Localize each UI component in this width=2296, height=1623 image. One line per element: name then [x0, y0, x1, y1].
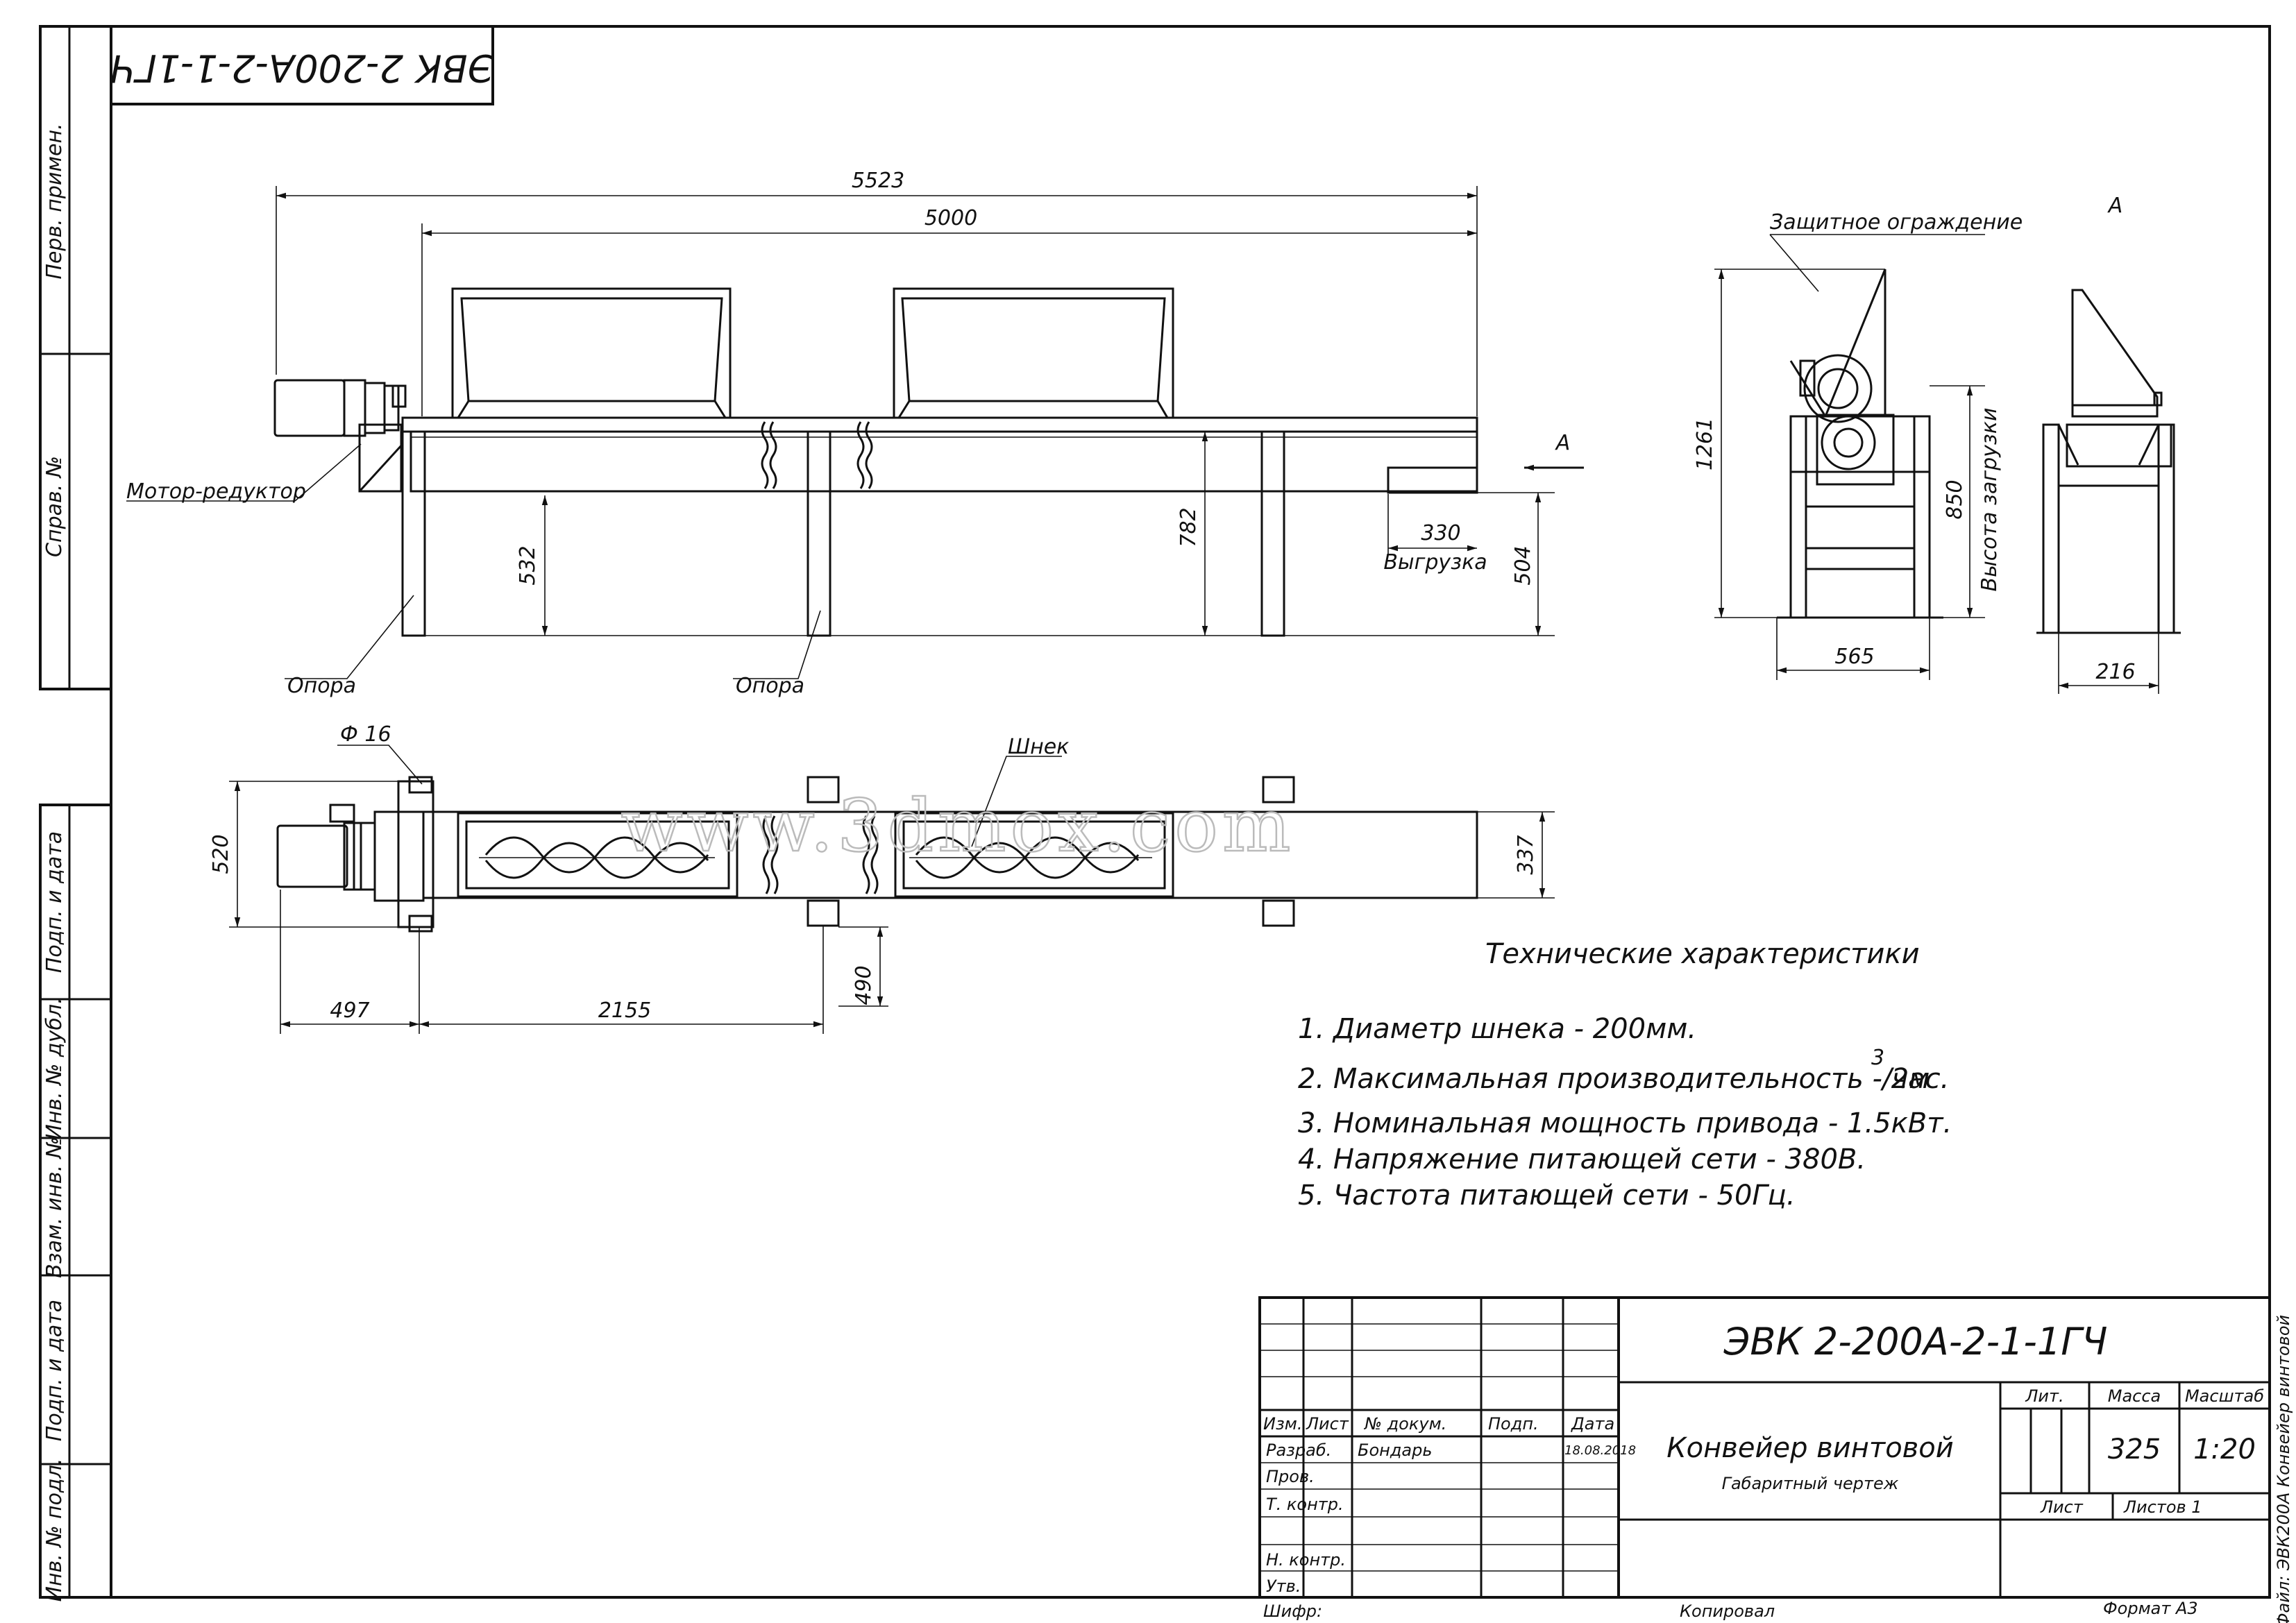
tb-col-data: Дата: [1571, 1414, 1614, 1434]
sprav-no-label: Справ. №: [42, 456, 67, 557]
tb-listov: Листов 1: [2123, 1497, 2202, 1517]
dim-end-height: 1261: [1693, 418, 1717, 470]
support-leg-2: [807, 430, 832, 637]
vzam-inv-label: Взам. инв. №: [42, 1137, 67, 1278]
tech-item-5: 5. Частота питающей сети - 50Гц.: [1298, 1180, 1796, 1212]
tb-col-dokum: № докум.: [1363, 1414, 1446, 1434]
label-support-2: Опора: [736, 674, 804, 698]
tech-item-2-sup: 3: [1871, 1046, 1884, 1070]
label-outlet: Выгрузка: [1383, 550, 1487, 575]
dim-end-width: 565: [1834, 645, 1874, 669]
tb-massa: Масса: [2108, 1386, 2161, 1406]
plan-view: 520 337 497 2155 490 Ф 16 Шнек: [209, 722, 1555, 1034]
label-loading-height: Высота загрузки: [1977, 408, 2002, 592]
motor-reducer: [273, 379, 407, 493]
tb-list: Лист: [2040, 1497, 2084, 1517]
label-support-1: Опора: [287, 674, 356, 698]
view-a-title: А: [2107, 194, 2123, 218]
dim-height-total: 782: [1176, 507, 1201, 547]
dim-plan-width: 520: [209, 834, 233, 874]
tb-utv: Утв.: [1266, 1577, 1301, 1596]
tech-item-2-tail: /час.: [1880, 1063, 1949, 1095]
label-guard: Защитное ограждение: [1770, 210, 2023, 235]
tb-format: Формат А3: [2103, 1599, 2198, 1618]
tb-lit: Лит.: [2025, 1386, 2063, 1406]
support-leg-1: [401, 430, 426, 637]
outlet-spout: [1387, 466, 1478, 494]
tech-title: Технические характеристики: [1485, 938, 1920, 970]
inv-podl-label: Инв. № подл.: [42, 1459, 67, 1602]
end-view: Защитное ограждение 1261 850 Высота загр…: [1693, 210, 2023, 680]
label-screw: Шнек: [1008, 735, 1069, 759]
tb-name: Конвейер винтовой: [1666, 1432, 1953, 1464]
dim-height-support: 532: [516, 545, 540, 585]
tech-item-4: 4. Напряжение питающей сети - 380В.: [1298, 1144, 1866, 1175]
top-stamp-text: ЭВК 2-200А-2-1-1ГЧ: [110, 46, 495, 90]
dim-plan-span: 2155: [598, 999, 651, 1023]
tech-notes: Технические характеристики 1. Диаметр шн…: [1298, 938, 1952, 1212]
tech-item-1: 1. Диаметр шнека - 200мм.: [1298, 1013, 1696, 1045]
podp-data-label-2: Подп. и дата: [42, 1300, 67, 1441]
tb-razrab: Разраб.: [1266, 1441, 1331, 1460]
screw-window-1: [457, 812, 738, 898]
watermark: www.3dmox.com: [621, 783, 1295, 868]
tb-n-kontr: Н. контр.: [1266, 1550, 1346, 1570]
tech-item-2: 2. Максимальная производительность - 2м: [1298, 1063, 1930, 1095]
tb-col-list: Лист: [1306, 1414, 1349, 1434]
tb-designation: ЭВК 2-200А-2-1-1ГЧ: [1723, 1320, 2108, 1363]
tb-shifr: Шифр:: [1263, 1601, 1322, 1621]
dim-side-width: 216: [2095, 660, 2135, 684]
tb-t-kontr: Т. контр.: [1266, 1495, 1344, 1514]
tb-col-podp: Подп.: [1488, 1414, 1539, 1434]
tb-masshtab: Масштаб: [2185, 1386, 2264, 1406]
tb-razrab-date: 18.08.2018: [1564, 1443, 1636, 1458]
tb-razrab-name: Бондарь: [1358, 1441, 1433, 1460]
dim-support-width: 490: [852, 965, 876, 1005]
tech-item-3: 3. Номинальная мощность привода - 1.5кВт…: [1298, 1107, 1952, 1139]
view-a: А 216: [2036, 194, 2181, 694]
view-a-arrow-label: А: [1555, 431, 1571, 455]
tb-col-izm: Изм.: [1263, 1414, 1302, 1434]
support-leg-3: [1260, 430, 1285, 637]
dim-outlet-length: 330: [1421, 521, 1460, 545]
tb-masshtab-val: 1:20: [2193, 1434, 2256, 1465]
label-motor-reducer: Мотор-редуктор: [126, 479, 306, 504]
perv-primen-label: Перв. примен.: [42, 123, 67, 279]
drawing-frame: ЭВК 2-200А-2-1-1ГЧ: [110, 25, 2271, 1599]
dim-outlet-height: 504: [1511, 545, 1535, 585]
dim-overall-length: 5523: [852, 169, 904, 193]
title-block-rows: [1260, 1323, 1619, 1572]
screw-window-2: [894, 812, 1174, 898]
title-block: Изм. Лист № докум. Подп. Дата Разраб. Бо…: [1258, 1296, 2293, 1623]
hopper-1: [451, 287, 732, 419]
dim-pin-diameter: Ф 16: [340, 722, 391, 747]
tb-prov: Пров.: [1266, 1467, 1315, 1486]
dim-loading-height: 850: [1943, 479, 1967, 519]
front-view: 5523 5000: [126, 169, 1584, 698]
dim-trough-length: 5000: [925, 206, 977, 230]
podp-data-label-1: Подп. и дата: [42, 831, 67, 973]
tb-file: Файл: ЭВК200А Конвейер винтовой: [2274, 1315, 2293, 1623]
inv-dubl-label: Инв. № дубл.: [42, 997, 67, 1139]
dim-trough-width: 337: [1514, 835, 1538, 874]
tb-kopiroval: Копировал: [1680, 1601, 1775, 1621]
side-stamp: Перв. примен. Справ. № Подп. и дата Инв.…: [39, 25, 112, 1602]
tb-massa-val: 325: [2108, 1434, 2161, 1465]
tb-subtitle: Габаритный чертеж: [1722, 1474, 1899, 1493]
hopper-2: [893, 287, 1174, 419]
dim-plan-offset: 497: [330, 999, 369, 1023]
